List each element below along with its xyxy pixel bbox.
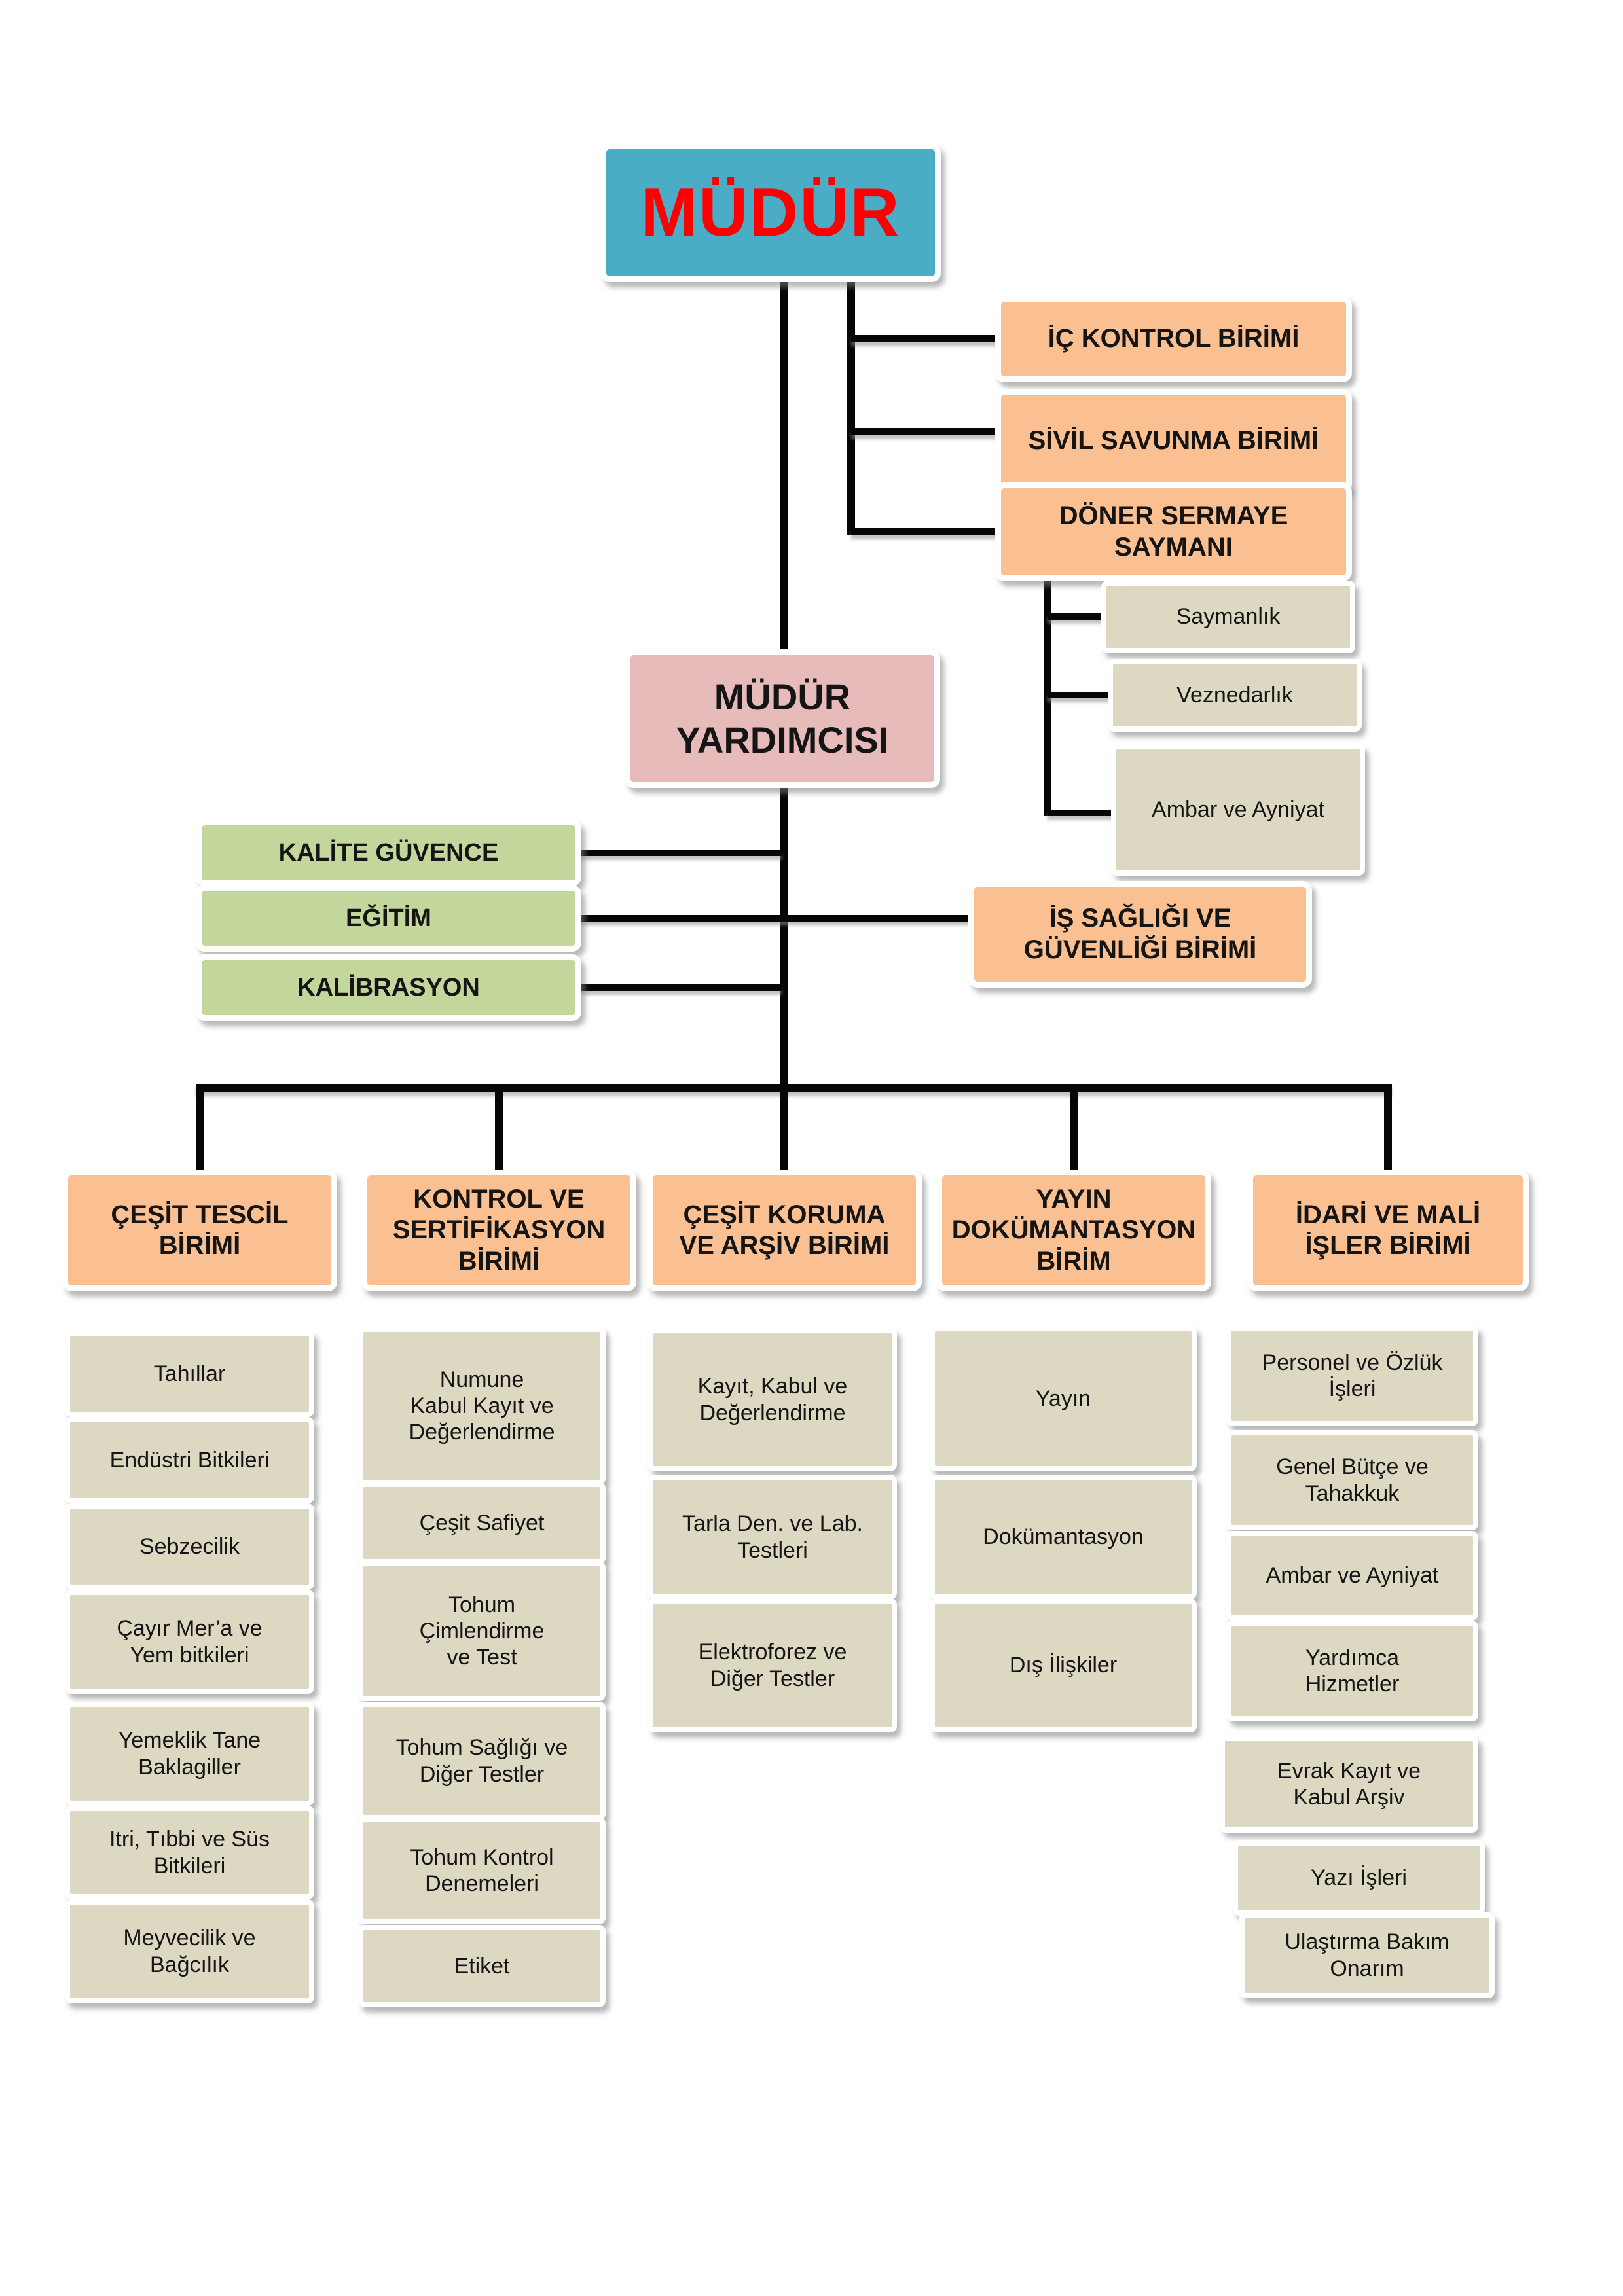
- box-is-sagligi-ve-guvenligi-birimi: İŞ SAĞLIĞI VE GÜVENLİĞİ BİRİMİ: [968, 881, 1312, 988]
- connector-stub-ambar: [1048, 810, 1118, 816]
- box-etiket: Etiket: [358, 1925, 606, 2007]
- box-kalite-guvence: KALİTE GÜVENCE: [196, 819, 581, 886]
- dept-header-cesit-koruma-arsiv: ÇEŞİT KORUMA VE ARŞİV BİRİMİ: [647, 1170, 922, 1291]
- connector-stub-doner-sermaye: [851, 528, 1000, 535]
- connector-deputy-to-row: [780, 785, 788, 1092]
- box-dokumantasyon: Dokümantasyon: [930, 1475, 1197, 1600]
- connector-root-staff-trunk: [847, 282, 855, 535]
- box-doner-sermaye-saymani: DÖNER SERMAYE SAYMANI: [995, 482, 1352, 581]
- box-ambar-ve-ayniyat-idari: Ambar ve Ayniyat: [1226, 1531, 1478, 1621]
- connector-departments-bus: [196, 1084, 1392, 1092]
- connector-stub-ic-kontrol: [851, 335, 1000, 342]
- box-cayir-mera-yem-bitkileri: Çayır Mer’a ve Yem bitkileri: [65, 1590, 314, 1694]
- box-ambar-ve-ayniyat-saymanlik: Ambar ve Ayniyat: [1111, 744, 1365, 876]
- box-tahillar: Tahıllar: [65, 1331, 314, 1417]
- box-yayin: Yayın: [930, 1326, 1197, 1471]
- box-mudur: MÜDÜR: [600, 143, 941, 282]
- connector-egitim-issagligi: [577, 915, 974, 922]
- box-meyvecilik-bagcilik: Meyvecilik ve Bağcılık: [65, 1899, 314, 2003]
- connector-stub-veznedarlik: [1048, 692, 1114, 698]
- connector-drop-dept-4: [1070, 1084, 1078, 1170]
- box-dis-iliskiler: Dış İlişkiler: [930, 1598, 1197, 1732]
- box-endustri-bitkileri: Endüstri Bitkileri: [65, 1417, 314, 1503]
- box-egitim: EĞİTİM: [196, 885, 581, 952]
- dept-header-cesit-tescil: ÇEŞİT TESCİL BİRİMİ: [62, 1170, 337, 1291]
- box-itri-tibbi-sus-bitkileri: Itri, Tıbbi ve Süs Bitkileri: [65, 1806, 314, 1899]
- connector-stub-kalite-guvence: [577, 850, 782, 856]
- box-saymanlik: Saymanlık: [1101, 581, 1355, 653]
- connector-drop-dept-5: [1384, 1084, 1392, 1170]
- box-numune-kabul-kayit-degerlendirme: Numune Kabul Kayıt ve Değerlendirme: [358, 1327, 606, 1485]
- box-tohum-kontrol-denemeleri: Tohum Kontrol Denemeleri: [358, 1817, 606, 1924]
- dept-header-yayin-dokumantasyon: YAYIN DOKÜMANTASYON BİRİM: [936, 1170, 1211, 1291]
- connector-drop-dept-1: [196, 1084, 204, 1170]
- box-tohum-cimlendirme-test: Tohum Çimlendirme ve Test: [358, 1561, 606, 1701]
- connector-drop-dept-3: [780, 1084, 788, 1170]
- box-yazi-isleri: Yazı İşleri: [1233, 1840, 1485, 1916]
- box-sebzecilik: Sebzecilik: [65, 1503, 314, 1590]
- connector-stub-sivil-savunma: [851, 428, 1000, 435]
- box-kalibrasyon: KALİBRASYON: [196, 954, 581, 1021]
- connector-drop-dept-2: [495, 1084, 503, 1170]
- connector-stub-saymanlik: [1048, 613, 1108, 620]
- box-mudur-yardimcisi: MÜDÜR YARDIMCISI: [625, 649, 940, 788]
- box-personel-ozluk-isleri: Personel ve Özlük İşleri: [1226, 1325, 1478, 1426]
- box-evrak-kayit-kabul-arsiv: Evrak Kayıt ve Kabul Arşiv: [1220, 1736, 1478, 1833]
- box-genel-butce-tahakkuk: Genel Bütçe ve Tahakkuk: [1226, 1430, 1478, 1530]
- box-sivil-savunma-birimi: SİVİL SAVUNMA BİRİMİ: [995, 389, 1352, 493]
- box-yardimca-hizmetler: Yardımca Hizmetler: [1226, 1621, 1478, 1721]
- dept-header-kontrol-sertifikasyon: KONTROL VE SERTİFİKASYON BİRİMİ: [361, 1170, 636, 1291]
- box-tohum-sagligi-diger-testler: Tohum Sağlığı ve Diğer Testler: [358, 1702, 606, 1820]
- connector-stub-kalibrasyon: [577, 984, 782, 991]
- dept-header-idari-mali-isler: İDARİ VE MALİ İŞLER BİRİMİ: [1247, 1170, 1529, 1291]
- box-ulastirma-bakim-onarim: Ulaştırma Bakım Onarım: [1239, 1912, 1495, 1998]
- box-ic-kontrol-birimi: İÇ KONTROL BİRİMİ: [995, 296, 1352, 382]
- box-elektroforez-diger-testler: Elektroforez ve Diğer Testler: [648, 1598, 897, 1732]
- box-veznedarlik: Veznedarlık: [1108, 659, 1362, 732]
- box-cesit-safiyet: Çeşit Safiyet: [358, 1482, 606, 1564]
- box-tarla-den-lab-testleri: Tarla Den. ve Lab. Testleri: [648, 1475, 897, 1600]
- connector-root-to-deputy: [780, 282, 788, 655]
- box-kayit-kabul-degerlendirme: Kayıt, Kabul ve Değerlendirme: [648, 1328, 897, 1471]
- box-yemeklik-tane-baklagiller: Yemeklik Tane Baklagiller: [65, 1702, 314, 1806]
